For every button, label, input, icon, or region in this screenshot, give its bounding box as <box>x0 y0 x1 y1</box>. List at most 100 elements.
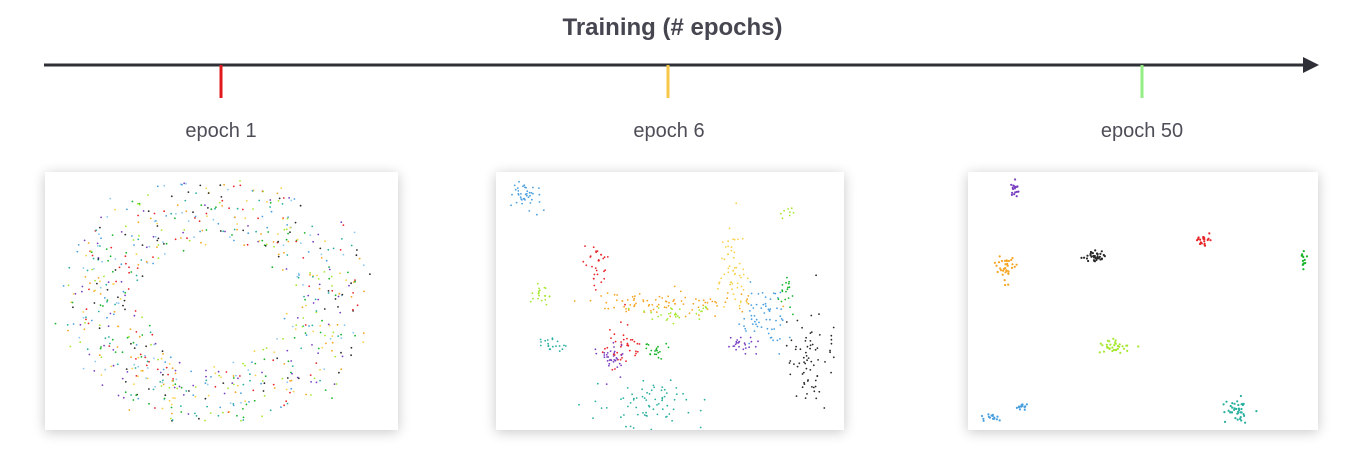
scatter-point <box>1023 406 1026 409</box>
scatter-point <box>105 248 108 250</box>
scatter-point <box>524 186 526 189</box>
scatter-point <box>795 345 797 348</box>
scatter-point <box>542 209 545 211</box>
scatter-point <box>331 289 334 292</box>
scatter-point <box>122 304 124 307</box>
scatter-point <box>137 238 140 241</box>
scatter-point <box>273 351 276 353</box>
scatter-point <box>613 293 616 296</box>
scatter-point <box>743 325 745 327</box>
scatter-point <box>1122 347 1126 350</box>
scatter-point <box>124 291 127 294</box>
epoch-label-1: epoch 1 <box>185 120 257 142</box>
scatter-point <box>99 304 102 307</box>
scatter-point <box>232 403 235 405</box>
scatter-point <box>600 295 602 297</box>
scatter-point <box>87 322 90 325</box>
scatter-point <box>767 308 770 311</box>
scatter-point <box>616 294 618 296</box>
scatter-point <box>532 297 534 300</box>
scatter-point <box>175 213 177 215</box>
scatter-point <box>615 299 618 302</box>
scatter-point <box>103 297 106 299</box>
scatter-point <box>81 285 84 288</box>
scatter-point <box>91 254 94 257</box>
scatter-point <box>603 270 605 273</box>
scatter-point <box>798 362 801 365</box>
scatter-point <box>303 232 306 234</box>
scatter-point <box>163 210 165 213</box>
scatter-point <box>331 349 333 352</box>
scatter-point <box>283 317 286 320</box>
scatter-point <box>748 342 751 345</box>
scatter-point <box>676 315 679 317</box>
scatter-point <box>236 414 238 417</box>
scatter-point <box>239 184 242 187</box>
scatter-point <box>82 311 85 313</box>
scatter-point <box>264 245 267 247</box>
scatter-point <box>119 298 122 300</box>
scatter-point <box>162 241 164 243</box>
scatter-point <box>1108 347 1111 351</box>
scatter-point <box>1108 340 1111 343</box>
scatter-point <box>276 192 279 195</box>
scatter-point <box>792 212 795 214</box>
scatter-point <box>341 238 343 240</box>
scatter-point <box>105 283 108 286</box>
scatter-point <box>205 379 208 382</box>
scatter-point <box>286 402 289 405</box>
scatter-point <box>244 364 246 367</box>
scatter-point <box>277 240 280 243</box>
scatter-point <box>1086 254 1089 257</box>
scatter-point <box>174 369 177 372</box>
scatter-point <box>1197 236 1200 239</box>
scatter-point <box>1302 250 1305 253</box>
scatter-point <box>350 282 352 285</box>
scatter-point <box>195 415 198 417</box>
scatter-point <box>668 301 670 304</box>
scatter-point <box>296 275 299 278</box>
scatter-point <box>236 228 239 231</box>
scatter-point <box>769 298 772 300</box>
scatter-point <box>76 250 79 253</box>
scatter-point <box>204 243 207 246</box>
scatter-point <box>738 307 741 310</box>
scatter-point <box>281 218 284 220</box>
scatter-point <box>338 292 341 295</box>
scatter-point <box>799 348 802 351</box>
scatter-point <box>343 324 346 327</box>
scatter-point <box>538 287 540 290</box>
scatter-point <box>109 255 112 258</box>
scatter-point <box>305 393 307 396</box>
scatter-point <box>93 370 96 372</box>
scatter-point <box>294 221 297 224</box>
scatter-point <box>784 298 787 301</box>
scatter-point <box>747 302 750 305</box>
scatter-point <box>616 366 619 368</box>
scatter-point <box>626 337 628 340</box>
scatter-point <box>183 229 186 231</box>
scatter-point <box>219 184 222 187</box>
scatter-point <box>109 312 112 315</box>
scatter-point <box>254 362 257 365</box>
scatter-point <box>742 268 745 271</box>
scatter-point <box>1240 407 1243 411</box>
scatter-point <box>324 240 326 243</box>
scatter-point <box>1229 404 1232 408</box>
scatter-point <box>717 287 719 290</box>
scatter-point <box>1239 416 1242 419</box>
scatter-point <box>733 251 736 254</box>
scatter-point <box>273 387 276 389</box>
scatter-point <box>340 221 343 224</box>
scatter-point <box>356 249 358 251</box>
scatter-point <box>584 245 586 247</box>
scatter-point <box>96 242 99 245</box>
scatter-point <box>269 409 272 412</box>
scatter-point <box>85 254 87 257</box>
scatter-point <box>691 309 694 311</box>
scatter-point <box>193 236 196 239</box>
scatter-point <box>332 331 335 334</box>
scatter-point <box>814 385 817 388</box>
scatter-point <box>162 383 165 386</box>
scatter-point <box>161 381 164 384</box>
